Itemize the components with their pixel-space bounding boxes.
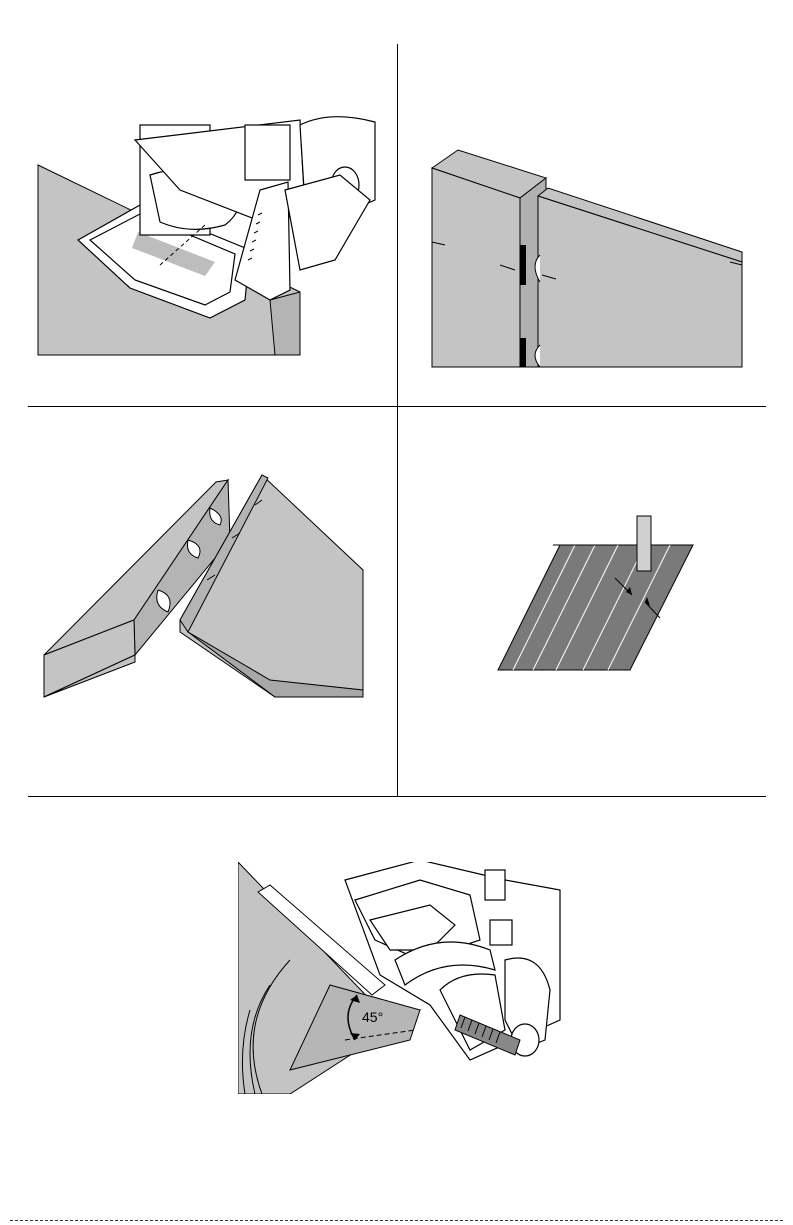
angle-label: 45° (362, 1009, 383, 1025)
